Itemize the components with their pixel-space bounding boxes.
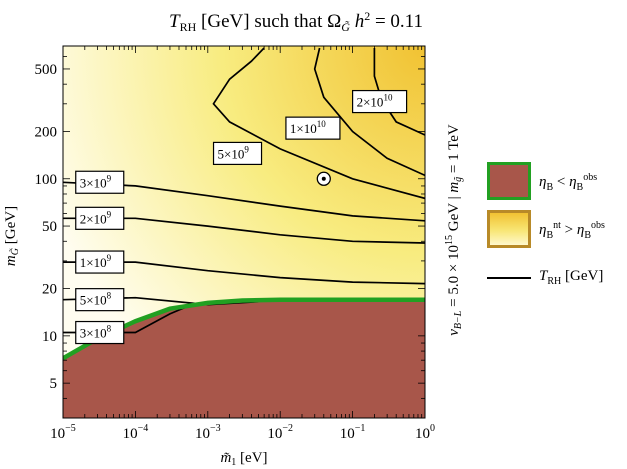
excluded-region bbox=[63, 299, 425, 418]
contour-label-text: 3×109 bbox=[80, 173, 112, 190]
legend-label-nonthermal: ηBnt > ηBobs bbox=[539, 220, 605, 241]
legend-item-nonthermal: ηBnt > ηBobs bbox=[483, 210, 623, 250]
contour-label-box bbox=[285, 116, 341, 140]
x-axis-label: m̃1 [eV] bbox=[220, 450, 267, 468]
y-tick-label: 5 bbox=[50, 376, 58, 392]
contour-label-text: 2×109 bbox=[80, 209, 112, 226]
contour-label-4: 3×109 bbox=[75, 170, 125, 194]
x-tick-label: 10−3 bbox=[195, 423, 221, 442]
legend: ηB < ηBobs ηBnt > ηBobs TRH [GeV] bbox=[483, 162, 623, 297]
y-axis-label: mG̃ [GeV] bbox=[3, 206, 21, 266]
contour-label-0: 3×108 bbox=[75, 320, 125, 345]
y-tick-label: 500 bbox=[35, 62, 58, 78]
x-tick-label: 10−5 bbox=[50, 423, 76, 442]
legend-swatch-nonthermal bbox=[487, 210, 531, 248]
x-tick-label: 10−1 bbox=[340, 423, 366, 442]
y-tick-label: 200 bbox=[35, 124, 58, 140]
contour-label-box bbox=[212, 141, 263, 166]
contour-label-text: 2×1010 bbox=[357, 93, 393, 110]
contour-label-7: 2×1010 bbox=[352, 89, 408, 114]
legend-swatch-excluded bbox=[487, 162, 531, 200]
contour-label-2: 1×109 bbox=[75, 250, 125, 274]
contour-label-text: 3×108 bbox=[80, 324, 112, 341]
contour-labels: 3×108 5×108 1×109 2×109 3×109 5×109 1×1010 2×10… bbox=[75, 89, 408, 345]
y-tick-label: 10 bbox=[42, 329, 57, 345]
contour-line-6 bbox=[313, 47, 425, 177]
chart-title: TRH [GeV] such that ΩG̃ h2 = 0.11 bbox=[169, 9, 423, 34]
contour-label-5: 5×109 bbox=[212, 141, 263, 166]
contour-label-text: 1×109 bbox=[80, 253, 112, 270]
contour-label-text: 1×1010 bbox=[290, 119, 326, 136]
contour-label-box bbox=[75, 170, 125, 194]
contour-label-6: 1×1010 bbox=[285, 116, 341, 140]
axes: 10−5 10−4 10−3 10−2 10−1 100 5 10 20 50 100 200 500 bbox=[35, 45, 435, 442]
y-tick-label: 50 bbox=[42, 219, 57, 235]
legend-label-trh: TRH [GeV] bbox=[539, 268, 604, 287]
x-tick-label: 100 bbox=[415, 423, 435, 442]
legend-item-excluded: ηB < ηBobs bbox=[483, 162, 623, 202]
legend-line-trh bbox=[487, 277, 531, 279]
y-tick-label: 100 bbox=[35, 172, 58, 188]
contour-label-box bbox=[75, 320, 125, 345]
contour-label-1: 5×108 bbox=[75, 288, 125, 312]
side-annotation: vB−L = 5.0 × 1015 GeV | mg̃ = 1 TeV bbox=[444, 124, 464, 336]
y-tick-label: 20 bbox=[42, 282, 57, 298]
contour-label-box bbox=[352, 89, 408, 114]
contour-label-3: 2×109 bbox=[75, 206, 125, 230]
contour-label-box bbox=[75, 250, 125, 274]
plot-frame bbox=[62, 45, 426, 419]
contour-line-5 bbox=[212, 47, 425, 200]
x-tick-label: 10−2 bbox=[267, 423, 293, 442]
contour-label-box bbox=[75, 288, 125, 312]
benchmark-marker-dot bbox=[321, 176, 326, 181]
legend-item-trh-line: TRH [GeV] bbox=[483, 258, 623, 298]
contour-label-box bbox=[75, 206, 125, 230]
legend-label-excluded: ηB < ηBobs bbox=[539, 172, 598, 193]
contour-label-text: 5×109 bbox=[218, 144, 250, 161]
x-tick-label: 10−4 bbox=[123, 423, 149, 442]
contour-label-text: 5×108 bbox=[80, 291, 112, 308]
